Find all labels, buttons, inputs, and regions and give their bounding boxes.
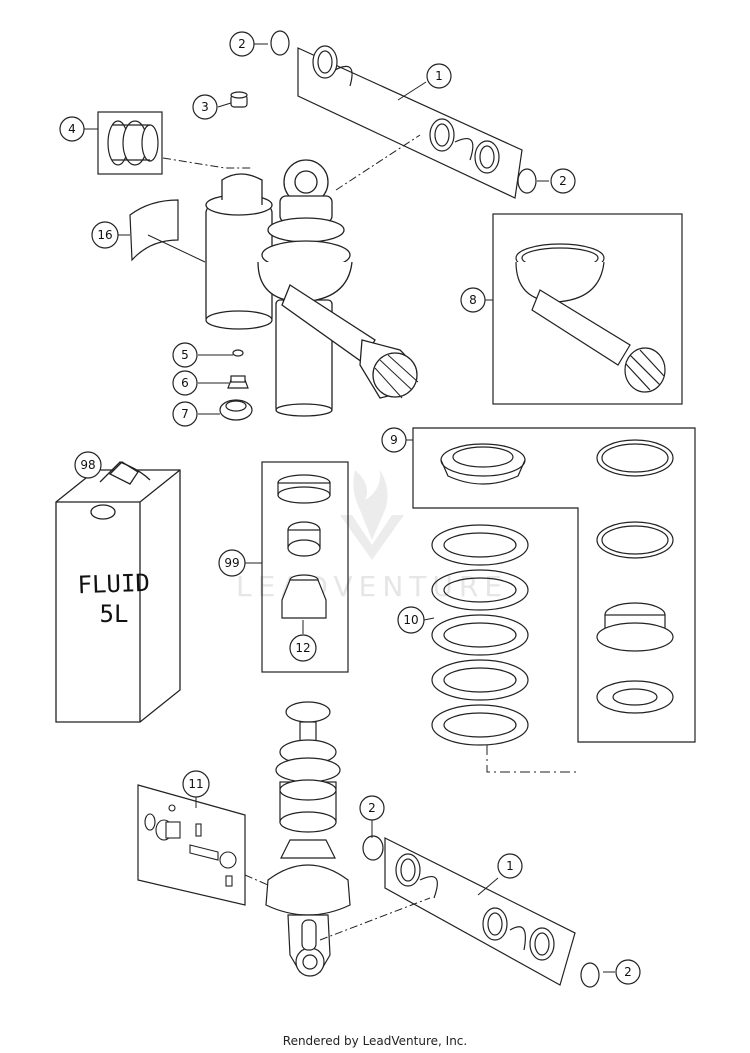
fluid-container: FLUID 5L (55, 461, 181, 723)
part-4-valve-box (97, 111, 163, 175)
callout-10[interactable]: 10 (397, 606, 425, 634)
callout-3[interactable]: 3 (192, 94, 218, 120)
callout-2-top-right-label: 2 (559, 174, 567, 188)
callout-1-top-label: 1 (435, 69, 443, 83)
part-99-kit-box (261, 461, 349, 673)
callout-16-label: 16 (97, 228, 112, 242)
callout-1-top[interactable]: 1 (426, 63, 452, 89)
callout-4[interactable]: 4 (59, 116, 85, 142)
spring (431, 524, 529, 746)
part-8-detail-box (492, 213, 683, 405)
callout-5-label: 5 (181, 348, 189, 362)
callout-1-bottom-label: 1 (506, 859, 514, 873)
footer-credit: Rendered by LeadVenture, Inc. (282, 1034, 468, 1048)
watermark: LEADVENTURE (236, 470, 508, 603)
bearing-kit-bottom (362, 835, 600, 988)
callout-4-label: 4 (68, 122, 76, 136)
callout-6-label: 6 (181, 376, 189, 390)
callout-16[interactable]: 16 (91, 221, 119, 249)
callout-2-bottom-right[interactable]: 2 (615, 959, 641, 985)
callout-11[interactable]: 11 (182, 770, 210, 798)
parts-5-6-7 (219, 349, 253, 421)
callout-11-label: 11 (188, 777, 203, 791)
callout-8[interactable]: 8 (460, 287, 486, 313)
callout-2-bottom-left[interactable]: 2 (359, 795, 385, 821)
container-label-line2: 5L (100, 600, 129, 628)
callout-12-label: 12 (295, 641, 310, 655)
part-11-kit-box (137, 784, 246, 906)
watermark-text: LEADVENTURE (236, 570, 508, 603)
callout-7[interactable]: 7 (172, 401, 198, 427)
callout-2-bottom-right-label: 2 (624, 965, 632, 979)
part-16-label-sheet (129, 199, 179, 262)
callout-1-bottom[interactable]: 1 (497, 853, 523, 879)
callout-7-label: 7 (181, 407, 189, 421)
callout-99-label: 99 (224, 556, 239, 570)
leader-lines (84, 43, 615, 973)
callout-9[interactable]: 9 (381, 427, 407, 453)
callout-12[interactable]: 12 (289, 634, 317, 662)
callout-2-top-left-label: 2 (238, 37, 246, 51)
callout-98-label: 98 (80, 458, 95, 472)
callout-98[interactable]: 98 (74, 451, 102, 479)
part-9-kit-box (412, 427, 696, 773)
shock-absorber-top-assembly: . (205, 159, 419, 417)
callout-9-label: 9 (390, 433, 398, 447)
callout-2-top-right[interactable]: 2 (550, 168, 576, 194)
bearing-kit-top (270, 30, 537, 199)
container-label-line1: FLUID (77, 569, 150, 600)
callout-3-label: 3 (201, 100, 209, 114)
part-3-cap (230, 91, 248, 108)
callout-2-top-left[interactable]: 2 (229, 31, 255, 57)
callout-99[interactable]: 99 (218, 549, 246, 577)
callout-8-label: 8 (469, 293, 477, 307)
callout-5[interactable]: 5 (172, 342, 198, 368)
callout-6[interactable]: 6 (172, 370, 198, 396)
callout-10-label: 10 (403, 613, 418, 627)
callout-2-bottom-left-label: 2 (368, 801, 376, 815)
shock-absorber-bottom-assembly (265, 701, 351, 977)
